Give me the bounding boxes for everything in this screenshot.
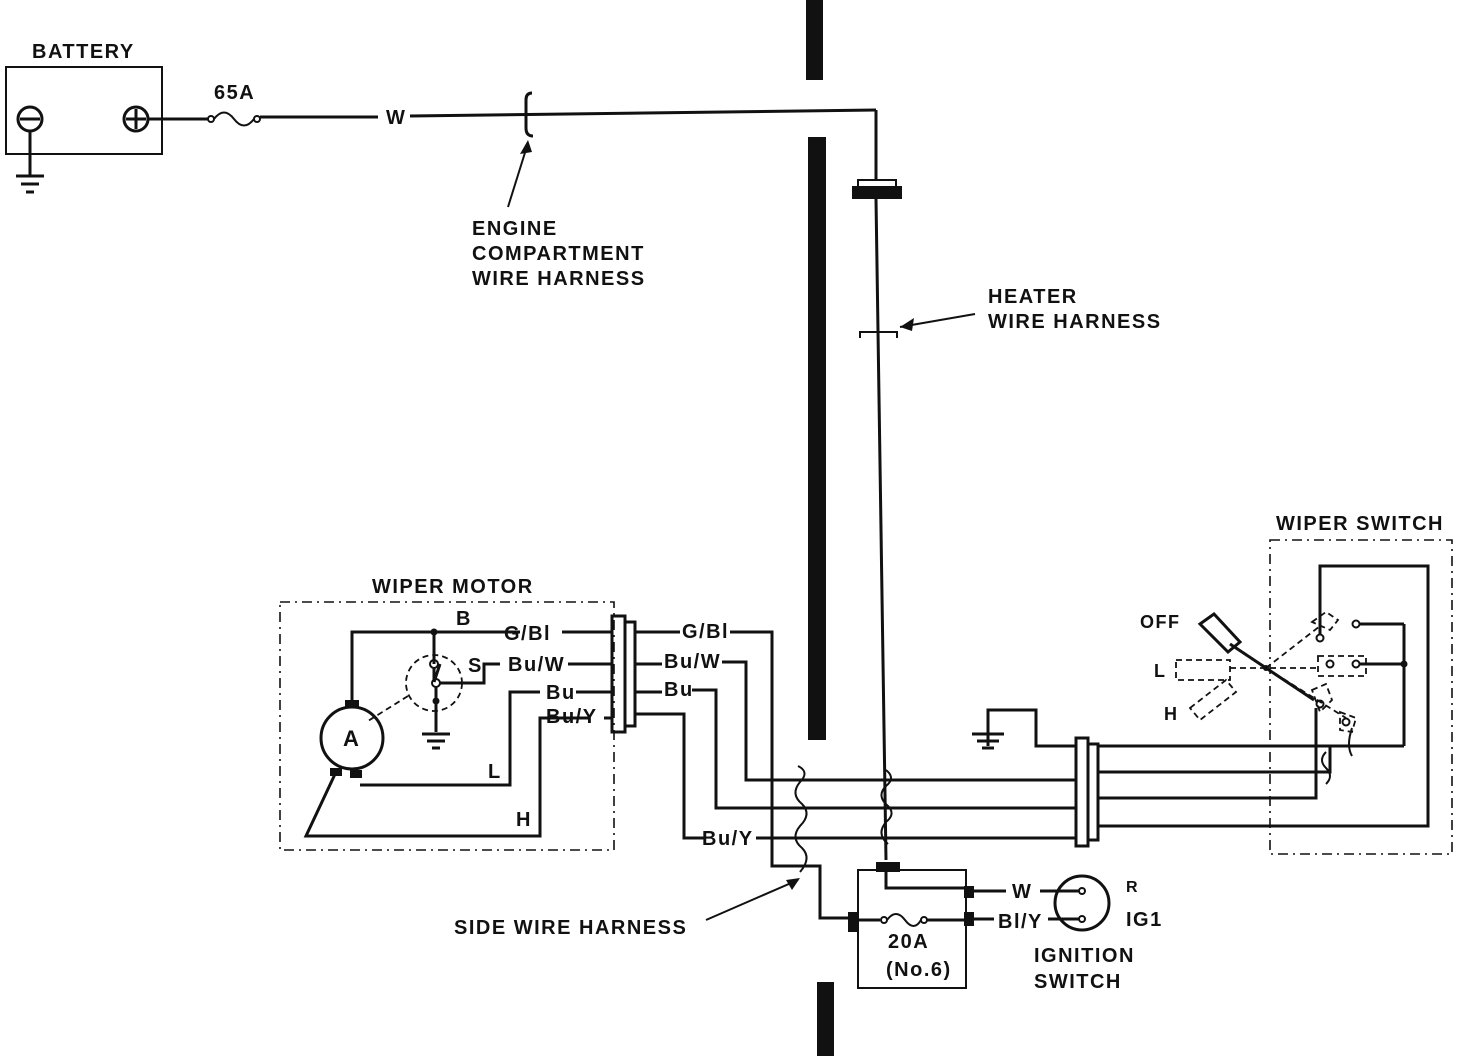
firewall-divider: [806, 0, 834, 1056]
fuse-20a-label: 20A: [888, 931, 929, 953]
lever-high-position: H: [1164, 678, 1238, 724]
motor-l-label: L: [488, 761, 502, 783]
battery: BATTERY: [5, 41, 163, 194]
heater-harness-label-1: HEATER: [988, 286, 1078, 308]
motor-wire-buw: Bu/W: [508, 654, 565, 676]
main-feed-wire: 65A W: [148, 82, 878, 180]
lever-off-position: OFF: [1140, 612, 1243, 655]
engine-harness-label-3: WIRE HARNESS: [472, 268, 646, 290]
dash-ground-icon: [972, 732, 1004, 750]
battery-positive-terminal: [122, 105, 150, 133]
motor-icon: A: [319, 700, 385, 778]
engine-harness-label-1: ENGINE: [472, 218, 558, 240]
ignition-label-2: SWITCH: [1034, 971, 1122, 993]
heater-harness-label-2: WIRE HARNESS: [988, 311, 1162, 333]
fuse-box: 20A (No.6): [848, 862, 974, 989]
lever-low-position: L: [1154, 659, 1231, 681]
motor-wire-buy: Bu/Y: [546, 706, 598, 728]
ignition-switch: W Bl/Y R IG1 IGNITION SWITCH: [974, 874, 1163, 993]
heater-harness: HEATER WIRE HARNESS: [859, 198, 1162, 861]
harness-wire-buw: Bu/W: [664, 651, 721, 673]
engine-harness-label-2: COMPARTMENT: [472, 243, 645, 265]
harness-wire-gbl: G/Bl: [682, 621, 729, 643]
wire-color-w: W: [386, 107, 406, 129]
side-harness-label: SIDE WIRE HARNESS: [454, 917, 687, 939]
ground-icon: [16, 174, 44, 194]
ign-terminal-ig1: IG1: [1126, 909, 1163, 931]
firewall-connector: [852, 179, 902, 199]
wiper-motor: WIPER MOTOR A B S L H: [279, 576, 637, 851]
fuse-no6-label: (No.6): [886, 959, 952, 981]
ignition-label-1: IGNITION: [1034, 945, 1135, 967]
motor-h-label: H: [516, 809, 532, 831]
motor-wire-gbl: G/Bl: [504, 623, 551, 645]
wiper-motor-label: WIPER MOTOR: [372, 576, 534, 598]
motor-s-label: S: [468, 655, 483, 677]
battery-negative-terminal: [16, 105, 44, 176]
ign-terminal-r: R: [1126, 879, 1139, 896]
motor-b-label: B: [456, 608, 472, 630]
wiper-switch-label: WIPER SWITCH: [1276, 513, 1444, 535]
ign-wire-w: W: [1012, 881, 1032, 903]
wiper-switch: WIPER SWITCH OFF L: [1140, 513, 1453, 855]
switch-harness: [972, 708, 1270, 848]
engine-harness-callout: ENGINE COMPARTMENT WIRE HARNESS: [472, 140, 646, 290]
ign-wire-bly: Bl/Y: [998, 911, 1043, 933]
fuse-65a-label: 65A: [214, 82, 255, 104]
switch-pos-h: H: [1164, 704, 1179, 724]
motor-symbol: A: [343, 726, 360, 751]
side-harness-wires: G/Bl Bu/W Bu Bu/Y SIDE WIRE HARNESS: [454, 621, 1076, 939]
motor-ground-icon: [422, 732, 450, 750]
switch-pos-off: OFF: [1140, 612, 1181, 632]
harness-wire-buy: Bu/Y: [702, 828, 754, 850]
motor-wire-bu: Bu: [546, 682, 576, 704]
fuse-20a: [858, 913, 964, 927]
battery-label: BATTERY: [32, 41, 135, 63]
harness-wire-bu: Bu: [664, 679, 694, 701]
switch-pos-l: L: [1154, 661, 1167, 681]
fuse-65a: 65A: [207, 82, 261, 127]
